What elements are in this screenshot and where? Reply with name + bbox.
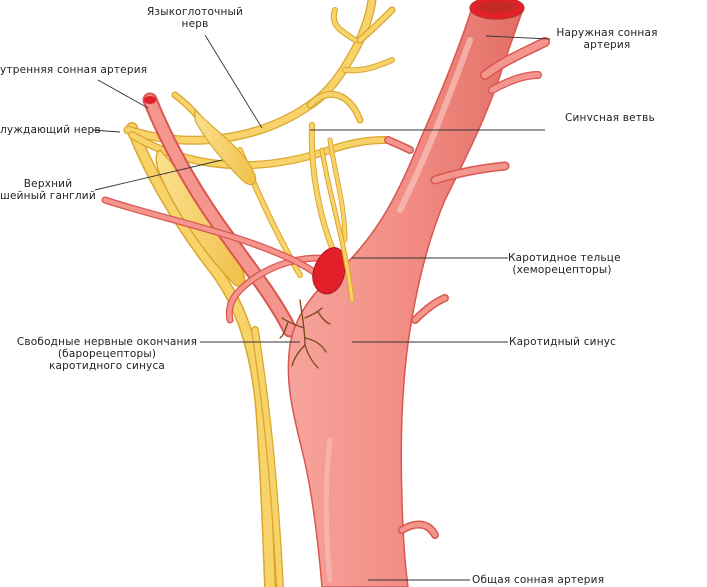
artery-tree	[101, 0, 550, 587]
leader-lines	[91, 34, 551, 581]
label-vagus-nerve: луждающий нерв	[0, 124, 101, 136]
common-and-external-carotid	[287, 1, 523, 587]
free-nerve-endings	[279, 299, 331, 369]
label-free-nerve-endings: Свободные нервные окончания (барорецепто…	[16, 336, 198, 372]
label-sinus-branch: Синусная ветвь	[565, 112, 655, 121]
label-superior-cervical-ganglion: Верхний шейный ганглий	[0, 178, 96, 202]
label-internal-carotid-artery: утренняя сонная артерия	[0, 64, 148, 76]
label-carotid-sinus: Каротидный синус	[509, 336, 617, 348]
label-common-carotid-artery: Общая сонная артерия	[472, 574, 605, 586]
label-carotid-body: Каротидное тельце (хеморецепторы)	[508, 252, 621, 276]
carotid-body	[312, 247, 346, 295]
label-external-carotid-artery: Наружная сонная артерия	[556, 27, 658, 51]
label-glossopharyngeal-nerve: Языкоглоточный нерв	[146, 6, 244, 30]
